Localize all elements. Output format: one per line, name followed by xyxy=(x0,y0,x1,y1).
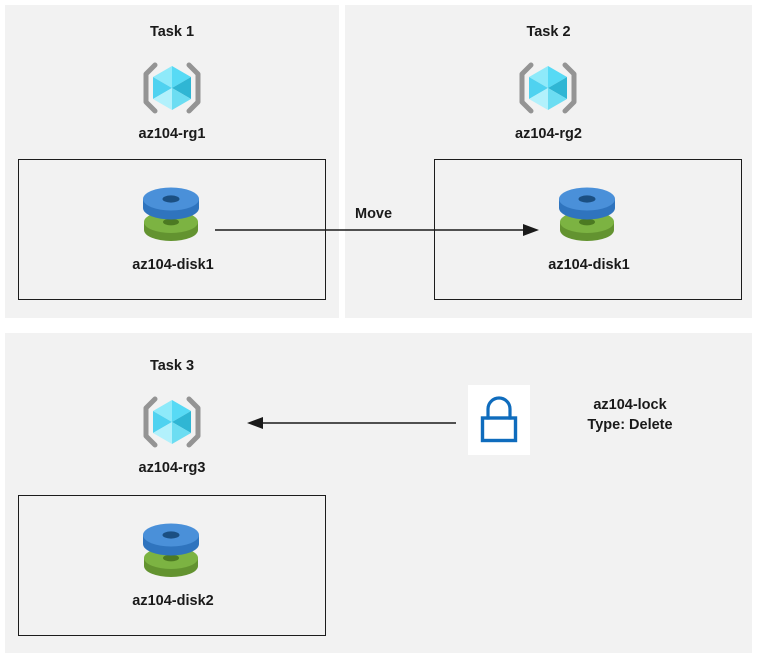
resource-group-label-rg3: az104-rg3 xyxy=(138,460,206,476)
resource-group-cube-icon xyxy=(141,391,203,453)
lock-arrow xyxy=(247,417,456,429)
resource-box-task-2: az104-disk1 xyxy=(434,159,742,300)
panel-task-1: Task 1 az104-rg1 xyxy=(5,5,339,318)
resource-group-cube-icon xyxy=(141,57,203,119)
resource-label-disk1-task2: az104-disk1 xyxy=(548,257,630,273)
managed-disk-icon xyxy=(138,184,204,246)
managed-disk-icon xyxy=(554,184,620,246)
panel-task-3: Task 3 az104-rg3 xyxy=(5,333,752,653)
padlock-icon xyxy=(468,385,530,455)
resource-group-label-rg2: az104-rg2 xyxy=(515,126,582,142)
lock-type-label: Type: Delete xyxy=(587,417,673,433)
move-arrow xyxy=(215,224,539,236)
managed-disk-icon xyxy=(138,520,204,582)
resource-label-disk1-task1: az104-disk1 xyxy=(132,257,214,273)
panel-task-2: Task 2 az104-rg2 xyxy=(345,5,752,318)
task-2-title: Task 2 xyxy=(526,24,571,40)
lock-name-label: az104-lock xyxy=(593,397,667,413)
task-1-title: Task 1 xyxy=(149,24,195,40)
task-3-title: Task 3 xyxy=(149,358,195,374)
resource-box-task-3: az104-disk2 xyxy=(18,495,326,636)
resource-group-cube-icon xyxy=(517,57,579,119)
resource-group-label-rg1: az104-rg1 xyxy=(138,126,206,142)
resource-label-disk2-task3: az104-disk2 xyxy=(132,593,214,609)
move-arrow-label: Move xyxy=(355,206,393,222)
